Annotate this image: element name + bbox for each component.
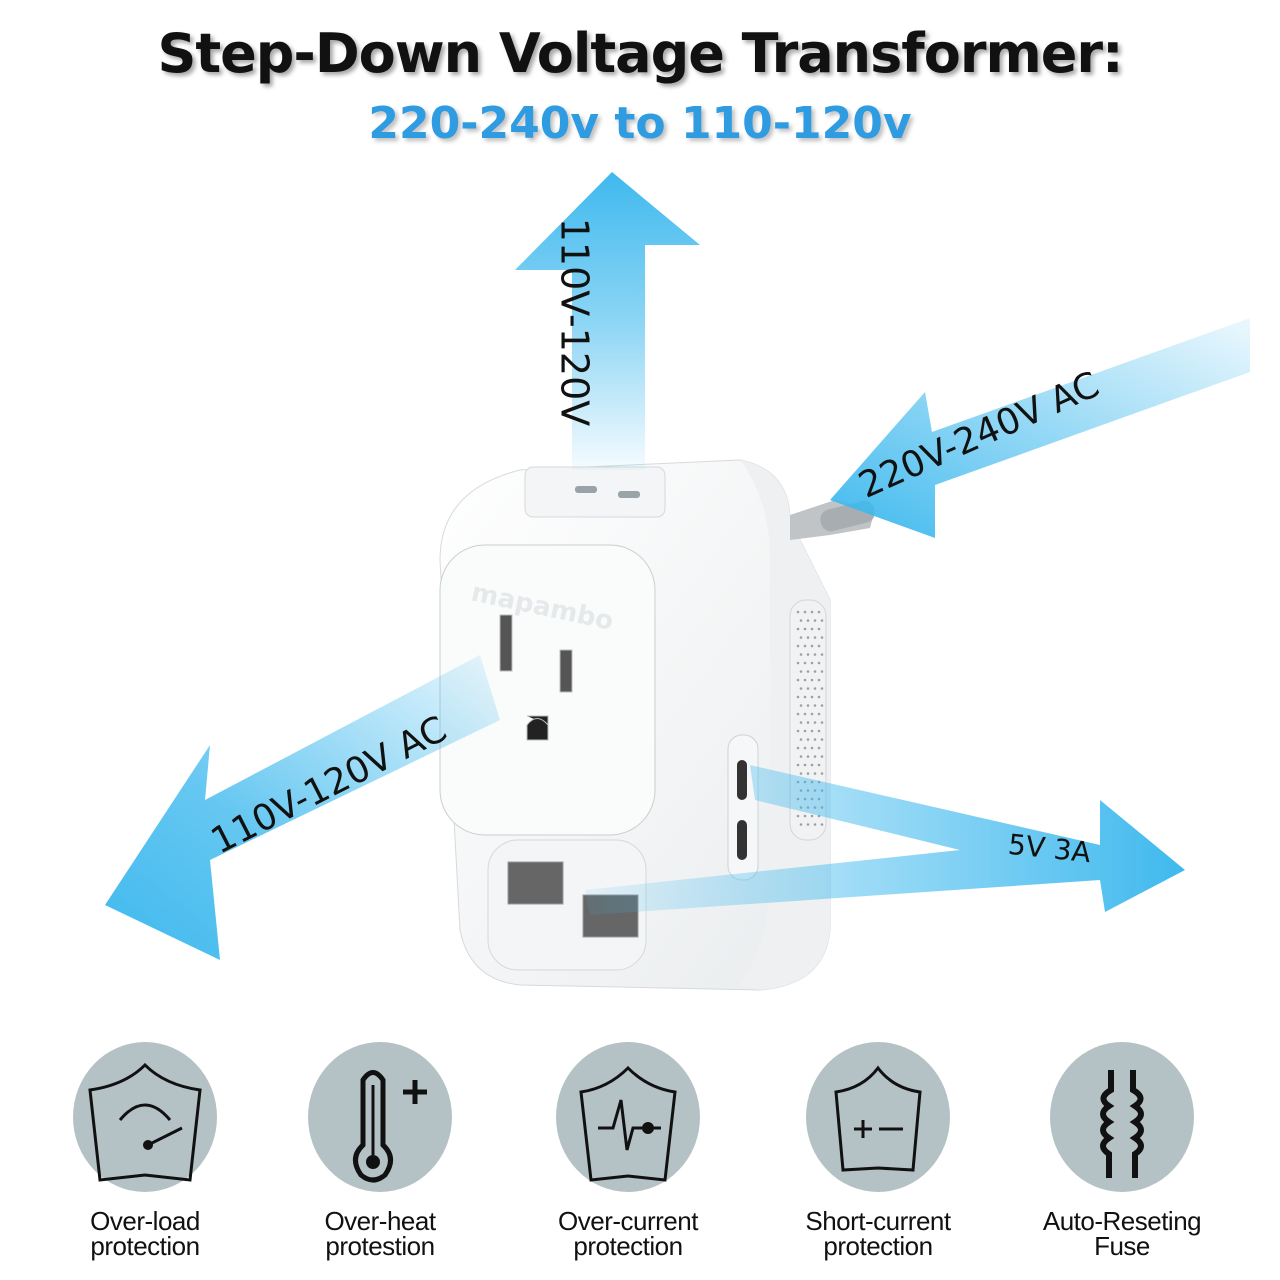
feature-label: Short-current — [805, 1206, 951, 1236]
thermometer-plus-icon — [308, 1042, 452, 1192]
feature-label: Fuse — [1094, 1231, 1150, 1261]
page-title: Step-Down Voltage Transformer: — [157, 22, 1123, 85]
feature-label: protection — [573, 1231, 683, 1261]
product-illustration: mapambo — [105, 172, 1250, 991]
shield-gauge-icon — [73, 1042, 217, 1192]
arrow-input — [830, 318, 1250, 538]
feature-label: protection — [90, 1231, 200, 1261]
feature-label: protection — [823, 1231, 933, 1261]
transformer-device: mapambo — [439, 459, 875, 991]
feature-label: Auto-Reseting — [1042, 1206, 1202, 1236]
arrow-up — [515, 172, 700, 470]
shield-plus-minus-icon — [806, 1042, 950, 1192]
arrow-left — [105, 655, 500, 960]
fuse-icon — [1050, 1042, 1194, 1192]
feature-label: Over-heat — [324, 1206, 436, 1236]
label-top-output: 110V-120V — [552, 217, 597, 427]
feature-label: Over-load — [90, 1206, 200, 1236]
feature-label: Over-current — [558, 1206, 698, 1236]
page-subtitle: 220-240v to 110-120v — [368, 98, 912, 149]
shield-pulse-icon — [556, 1042, 700, 1192]
arrow-usb — [585, 765, 1185, 915]
feature-label: protestion — [325, 1231, 435, 1261]
